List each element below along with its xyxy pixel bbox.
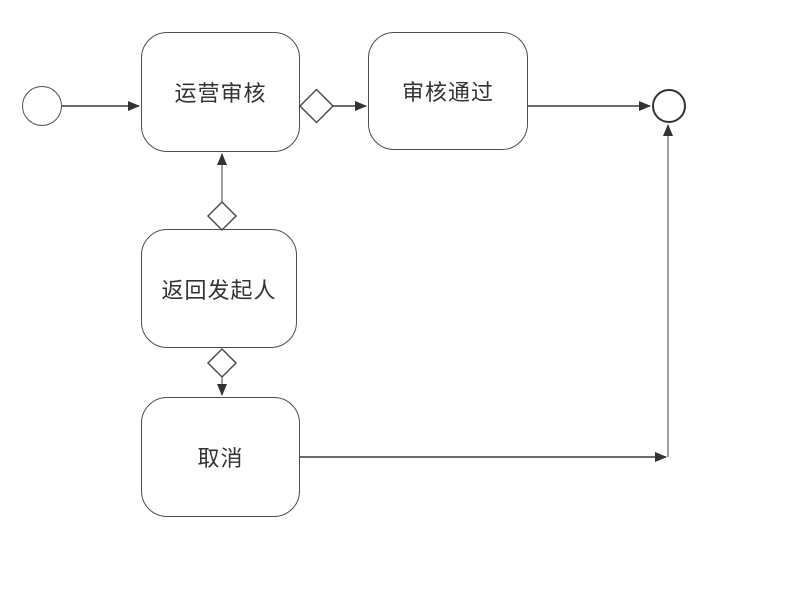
task-review-passed[interactable]: 审核通过 xyxy=(368,32,528,150)
task-operation-review[interactable]: 运营审核 xyxy=(141,32,300,152)
gateway-return-to-review-diamond[interactable] xyxy=(206,200,238,232)
task-review-passed-label: 审核通过 xyxy=(401,80,494,105)
end-event-circle[interactable] xyxy=(652,89,686,123)
task-operation-review-label: 运营审核 xyxy=(174,81,267,106)
task-return-to-initiator[interactable]: 返回发起人 xyxy=(141,229,297,348)
start-event-circle[interactable] xyxy=(22,86,62,126)
task-cancel-label: 取消 xyxy=(197,446,244,471)
gateway-before-cancel-diamond[interactable] xyxy=(206,347,238,379)
task-return-to-initiator-label: 返回发起人 xyxy=(161,277,277,303)
task-cancel[interactable]: 取消 xyxy=(141,397,300,517)
gateway-after-operation-review-diamond[interactable] xyxy=(298,88,335,124)
